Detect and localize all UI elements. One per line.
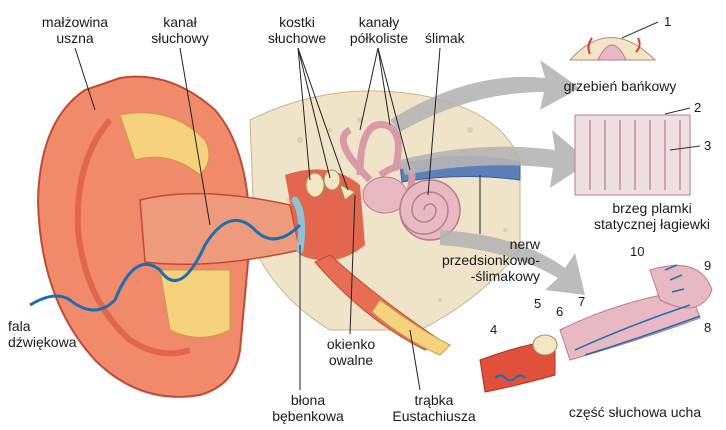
number-10: 10 [630, 244, 644, 260]
number-6: 6 [556, 304, 563, 320]
number-9: 9 [704, 258, 711, 274]
number-3: 3 [704, 138, 711, 154]
number-2: 2 [694, 100, 701, 116]
number-1: 1 [664, 14, 671, 30]
caption-macula: brzeg plamki statycznej łagiewki [582, 200, 722, 232]
caption-cochlear-section: część słuchowa ucha [560, 404, 710, 420]
number-5: 5 [534, 296, 541, 312]
caption-crista: grzebień bańkowy [556, 78, 684, 94]
number-8: 8 [704, 320, 711, 336]
number-7: 7 [578, 294, 585, 310]
number-4: 4 [490, 322, 497, 338]
